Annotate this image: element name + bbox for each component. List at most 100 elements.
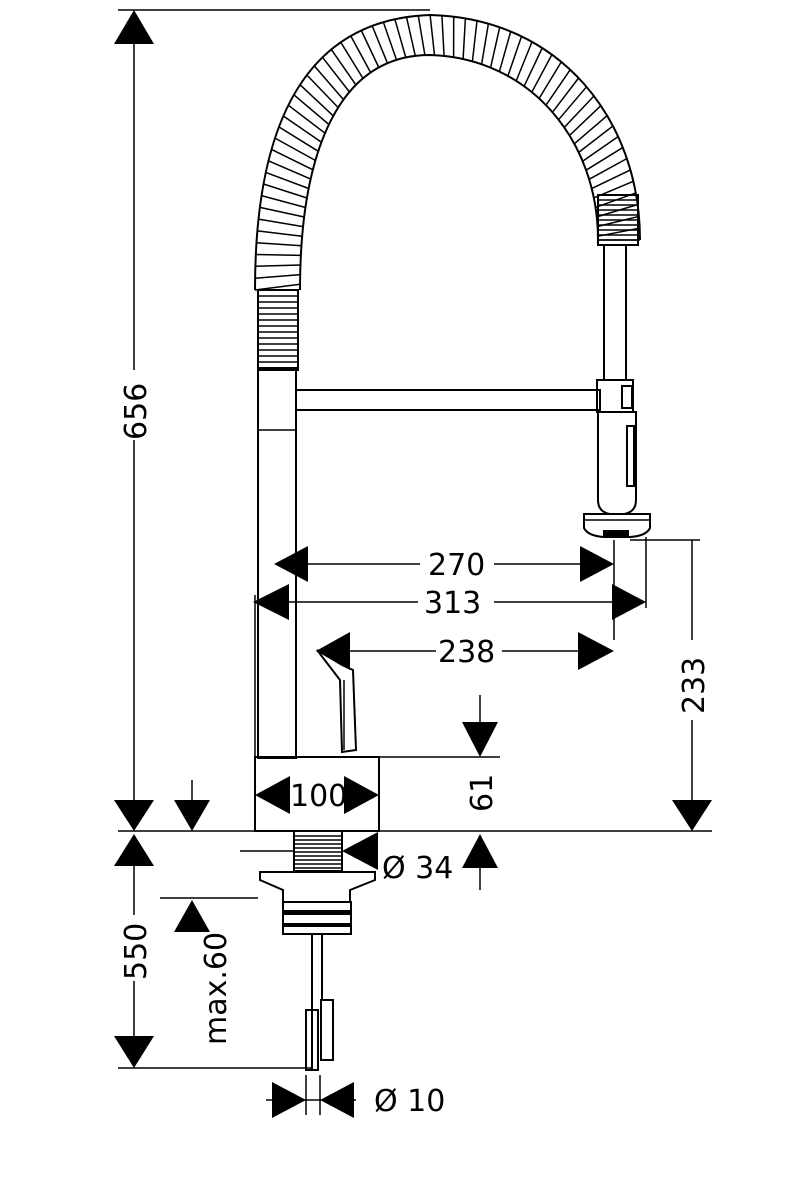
coil-turn bbox=[545, 69, 571, 106]
arrow-61-up bbox=[462, 834, 498, 868]
coil-turn bbox=[287, 104, 326, 134]
coil-turn bbox=[429, 14, 436, 56]
coil-turn bbox=[321, 56, 351, 93]
coil-turn bbox=[480, 23, 490, 65]
coil-turn bbox=[259, 206, 305, 218]
coil-turn bbox=[568, 105, 602, 137]
arrow-100-right bbox=[344, 776, 379, 814]
spring-right-windings bbox=[598, 199, 638, 241]
spout-arm bbox=[295, 389, 601, 411]
hose-fitting-right bbox=[320, 999, 334, 1061]
arrow-656-top bbox=[114, 10, 154, 44]
coil-turn bbox=[582, 135, 619, 162]
arrow-max60-down bbox=[174, 800, 210, 831]
lever-handle bbox=[316, 649, 358, 754]
label-313: 313 bbox=[424, 586, 481, 621]
mounting-nut bbox=[282, 901, 352, 935]
coil-turn bbox=[261, 194, 306, 209]
arrow-656-bottom bbox=[114, 800, 154, 831]
coil-turn bbox=[573, 115, 608, 145]
spray-hose bbox=[603, 244, 627, 381]
arrow-61-down bbox=[462, 722, 498, 757]
arrow-313-right bbox=[612, 584, 646, 620]
coil-turn bbox=[371, 25, 389, 64]
coil-turn bbox=[293, 94, 330, 126]
arrow-550-bottom bbox=[114, 1036, 154, 1068]
spring-left-windings bbox=[258, 295, 298, 363]
arrow-10-left bbox=[272, 1082, 306, 1118]
label-100: 100 bbox=[290, 779, 347, 814]
holder-tab bbox=[621, 385, 633, 409]
coil-turn bbox=[578, 125, 614, 153]
label-dia10: Ø 10 bbox=[374, 1084, 445, 1119]
coil-turn bbox=[462, 18, 467, 60]
mounting-plate bbox=[259, 871, 376, 903]
coil-turn bbox=[588, 157, 628, 180]
coil-turn bbox=[471, 20, 478, 62]
coil-turn bbox=[498, 31, 512, 72]
spray-nozzle bbox=[583, 513, 651, 538]
coil-turn bbox=[257, 230, 303, 237]
coil-turn bbox=[255, 273, 301, 279]
coil-turn bbox=[417, 15, 426, 56]
coil-turn bbox=[531, 54, 553, 93]
spray-head bbox=[597, 411, 637, 515]
coil-spring-outer bbox=[254, 13, 641, 291]
label-550: 550 bbox=[119, 923, 154, 980]
coil-turn bbox=[591, 169, 631, 190]
coil-turn bbox=[507, 36, 523, 77]
coil-turn bbox=[489, 27, 501, 68]
label-61: 61 bbox=[465, 774, 500, 812]
arrow-max60-up bbox=[174, 900, 210, 932]
arrow-238-right bbox=[578, 632, 614, 670]
coil-turn bbox=[538, 61, 562, 99]
coil-turn bbox=[350, 35, 372, 73]
coil-turn bbox=[278, 126, 319, 152]
arrow-238-left bbox=[316, 632, 350, 670]
coil-turn bbox=[441, 15, 445, 57]
spring-lower-left bbox=[257, 289, 299, 371]
coil-turn bbox=[382, 21, 398, 61]
arrow-10-right bbox=[320, 1082, 354, 1118]
nut-band bbox=[283, 910, 351, 915]
label-max60: max.60 bbox=[199, 932, 234, 1045]
label-238: 238 bbox=[438, 635, 495, 670]
spray-button bbox=[626, 425, 635, 487]
coil-turn bbox=[551, 77, 580, 113]
arrow-270-left bbox=[274, 546, 308, 582]
label-dia34: Ø 34 bbox=[382, 851, 453, 886]
coil-turn bbox=[585, 146, 624, 171]
dimension-labels: 656 550 max.60 270 313 238 233 61 100 Ø … bbox=[118, 370, 712, 1119]
coil-turn bbox=[258, 218, 304, 228]
label-233: 233 bbox=[677, 657, 712, 714]
shank-threads bbox=[294, 835, 342, 869]
arrow-34 bbox=[342, 832, 378, 870]
coil-turn bbox=[306, 74, 339, 109]
coil-turn bbox=[299, 84, 334, 117]
label-270: 270 bbox=[428, 548, 485, 583]
coil-turn bbox=[330, 48, 357, 86]
arrow-550-top bbox=[114, 834, 154, 866]
coil-turn bbox=[263, 183, 308, 199]
coil-turn bbox=[255, 253, 301, 257]
label-656: 656 bbox=[119, 383, 154, 440]
threaded-shank bbox=[293, 830, 343, 872]
coil-turn bbox=[558, 86, 588, 121]
coil-turn bbox=[394, 19, 407, 58]
arrow-233-bottom bbox=[672, 800, 712, 831]
coil-spring-inner bbox=[299, 53, 599, 291]
arrow-313-left bbox=[253, 584, 289, 620]
hose-fitting-left bbox=[305, 1009, 319, 1071]
coil-turn bbox=[282, 115, 322, 143]
coil-turn bbox=[405, 16, 417, 57]
coil-turn bbox=[515, 41, 533, 82]
coil-turn bbox=[313, 65, 345, 101]
faucet-body bbox=[254, 13, 651, 1071]
coil-turn bbox=[271, 148, 314, 171]
coil-turn bbox=[255, 264, 301, 268]
nut-band-2 bbox=[283, 923, 351, 927]
coil-turn bbox=[268, 160, 311, 180]
coil-turn bbox=[274, 137, 316, 162]
coil-turn bbox=[265, 171, 309, 190]
